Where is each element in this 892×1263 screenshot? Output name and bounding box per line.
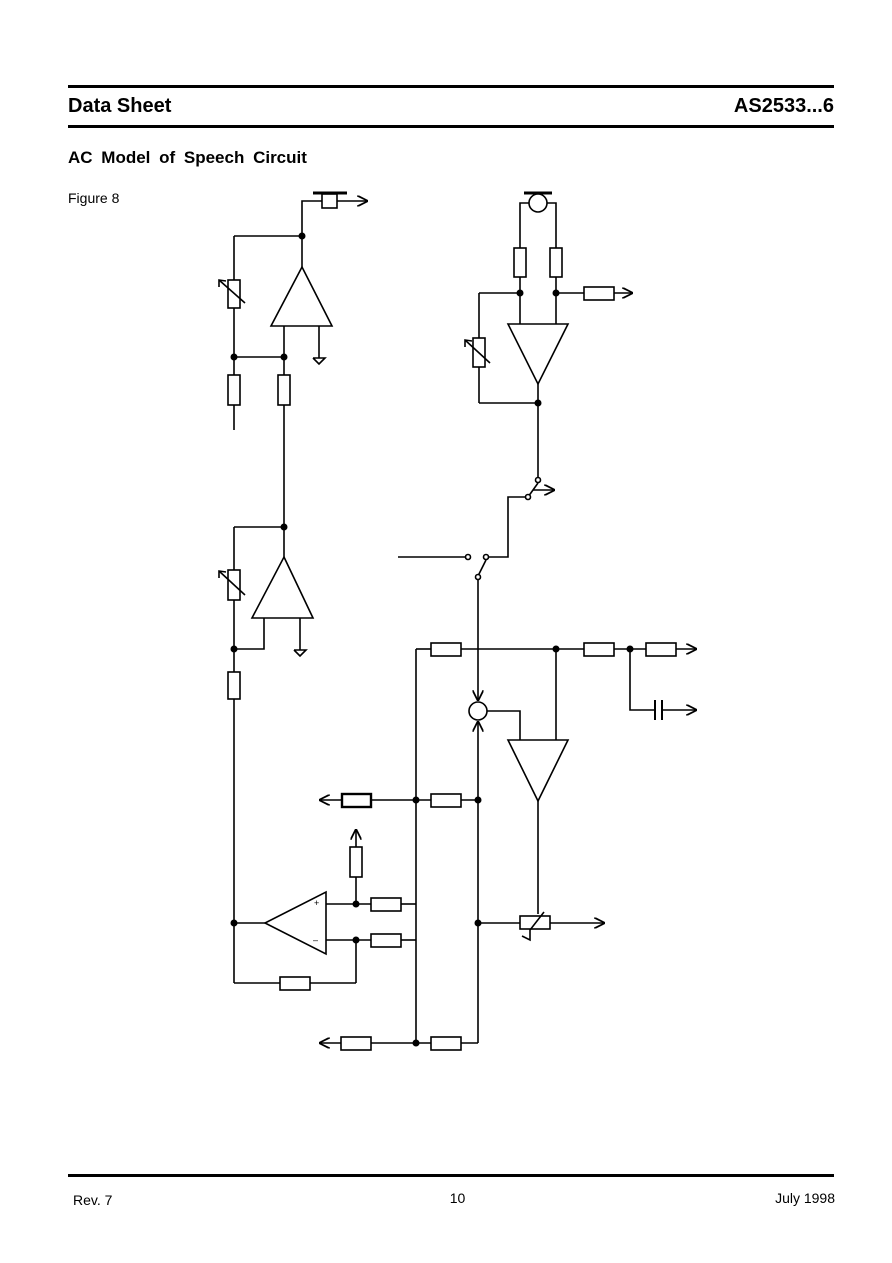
- ground-symbol: [312, 357, 327, 366]
- line-driver-amplifier: [506, 739, 570, 803]
- revision: Rev. 7: [73, 1192, 113, 1208]
- microphone-symbol: [528, 193, 548, 213]
- footer-date: July 1998: [775, 1190, 835, 1206]
- figure-label: Figure 8: [68, 190, 120, 206]
- switch-select: [477, 559, 487, 577]
- footer-rule: [68, 1174, 834, 1177]
- section-title: AC Model of Speech Circuit: [68, 148, 307, 167]
- earpiece-resistor: [321, 193, 338, 209]
- opamp-plus-label: +: [314, 898, 319, 908]
- header-rule-top: [68, 85, 834, 88]
- microphone-amplifier: [506, 323, 570, 386]
- header-rule-bottom: [68, 125, 834, 128]
- summing-node: [468, 701, 488, 721]
- opamp-minus-label: –: [313, 935, 318, 945]
- sidetone-opamp: [263, 890, 327, 956]
- receive-driver-amplifier: [250, 555, 315, 619]
- receive-amplifier: [269, 265, 334, 327]
- part-number: AS2533...6: [733, 95, 834, 117]
- document-title: Data Sheet: [68, 95, 172, 117]
- page-number: 10: [449, 1190, 466, 1206]
